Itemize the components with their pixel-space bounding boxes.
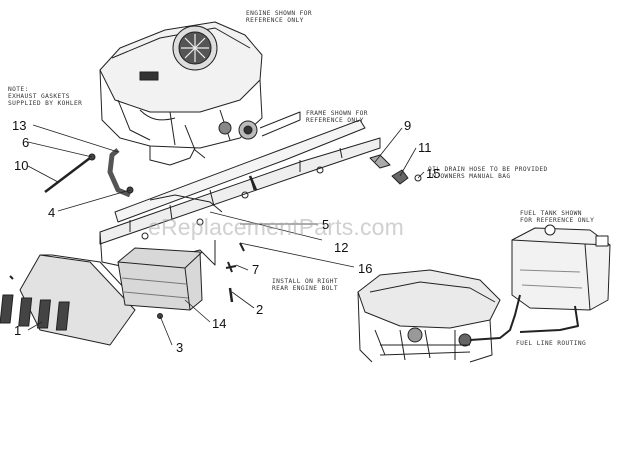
- callout-9: 9: [404, 118, 412, 133]
- note-install-bolt: INSTALL ON RIGHT REAR ENGINE BOLT: [272, 278, 339, 292]
- note-fuel-line: FUEL LINE ROUTING: [516, 340, 587, 347]
- callout-15: 15: [426, 166, 441, 181]
- callout-16: 16: [358, 261, 373, 276]
- callout-3: 3: [176, 340, 184, 355]
- engine-top: [99, 21, 263, 166]
- callout-12: 12: [334, 240, 349, 255]
- fuel-tank: [511, 224, 611, 311]
- callout-2: 2: [256, 302, 264, 317]
- callout-13: 13: [12, 118, 27, 133]
- exhaust-pipe: [107, 148, 131, 198]
- note-exhaust-gaskets: NOTE: EXHAUST GASKETS SUPPLIED BY KOHLER: [8, 86, 83, 107]
- note-frame: FRAME SHOWN FOR REFERENCE ONLY: [306, 110, 368, 124]
- heat-shield: [0, 254, 141, 346]
- callout-14: 14: [212, 316, 227, 331]
- note-fuel-tank: FUEL TANK SHOWN FOR REFERENCE ONLY: [520, 210, 595, 224]
- callout-10: 10: [14, 158, 29, 173]
- callout-6: 6: [22, 135, 30, 150]
- callout-11: 11: [418, 140, 432, 155]
- note-oil-drain: OIL DRAIN HOSE TO BE PROVIDED IN OWNERS …: [428, 166, 548, 180]
- engine-bottom: [357, 269, 501, 363]
- bolt-rod: [44, 157, 91, 193]
- callout-1: 1: [14, 323, 22, 338]
- muffler: [117, 247, 203, 311]
- note-engine-top: ENGINE SHOWN FOR REFERENCE ONLY: [246, 10, 313, 24]
- callout-4: 4: [48, 205, 56, 220]
- fuel-line: [469, 294, 521, 341]
- callout-7: 7: [252, 262, 260, 277]
- callout-5: 5: [322, 217, 330, 232]
- watermark: eReplacementParts.com: [148, 214, 405, 240]
